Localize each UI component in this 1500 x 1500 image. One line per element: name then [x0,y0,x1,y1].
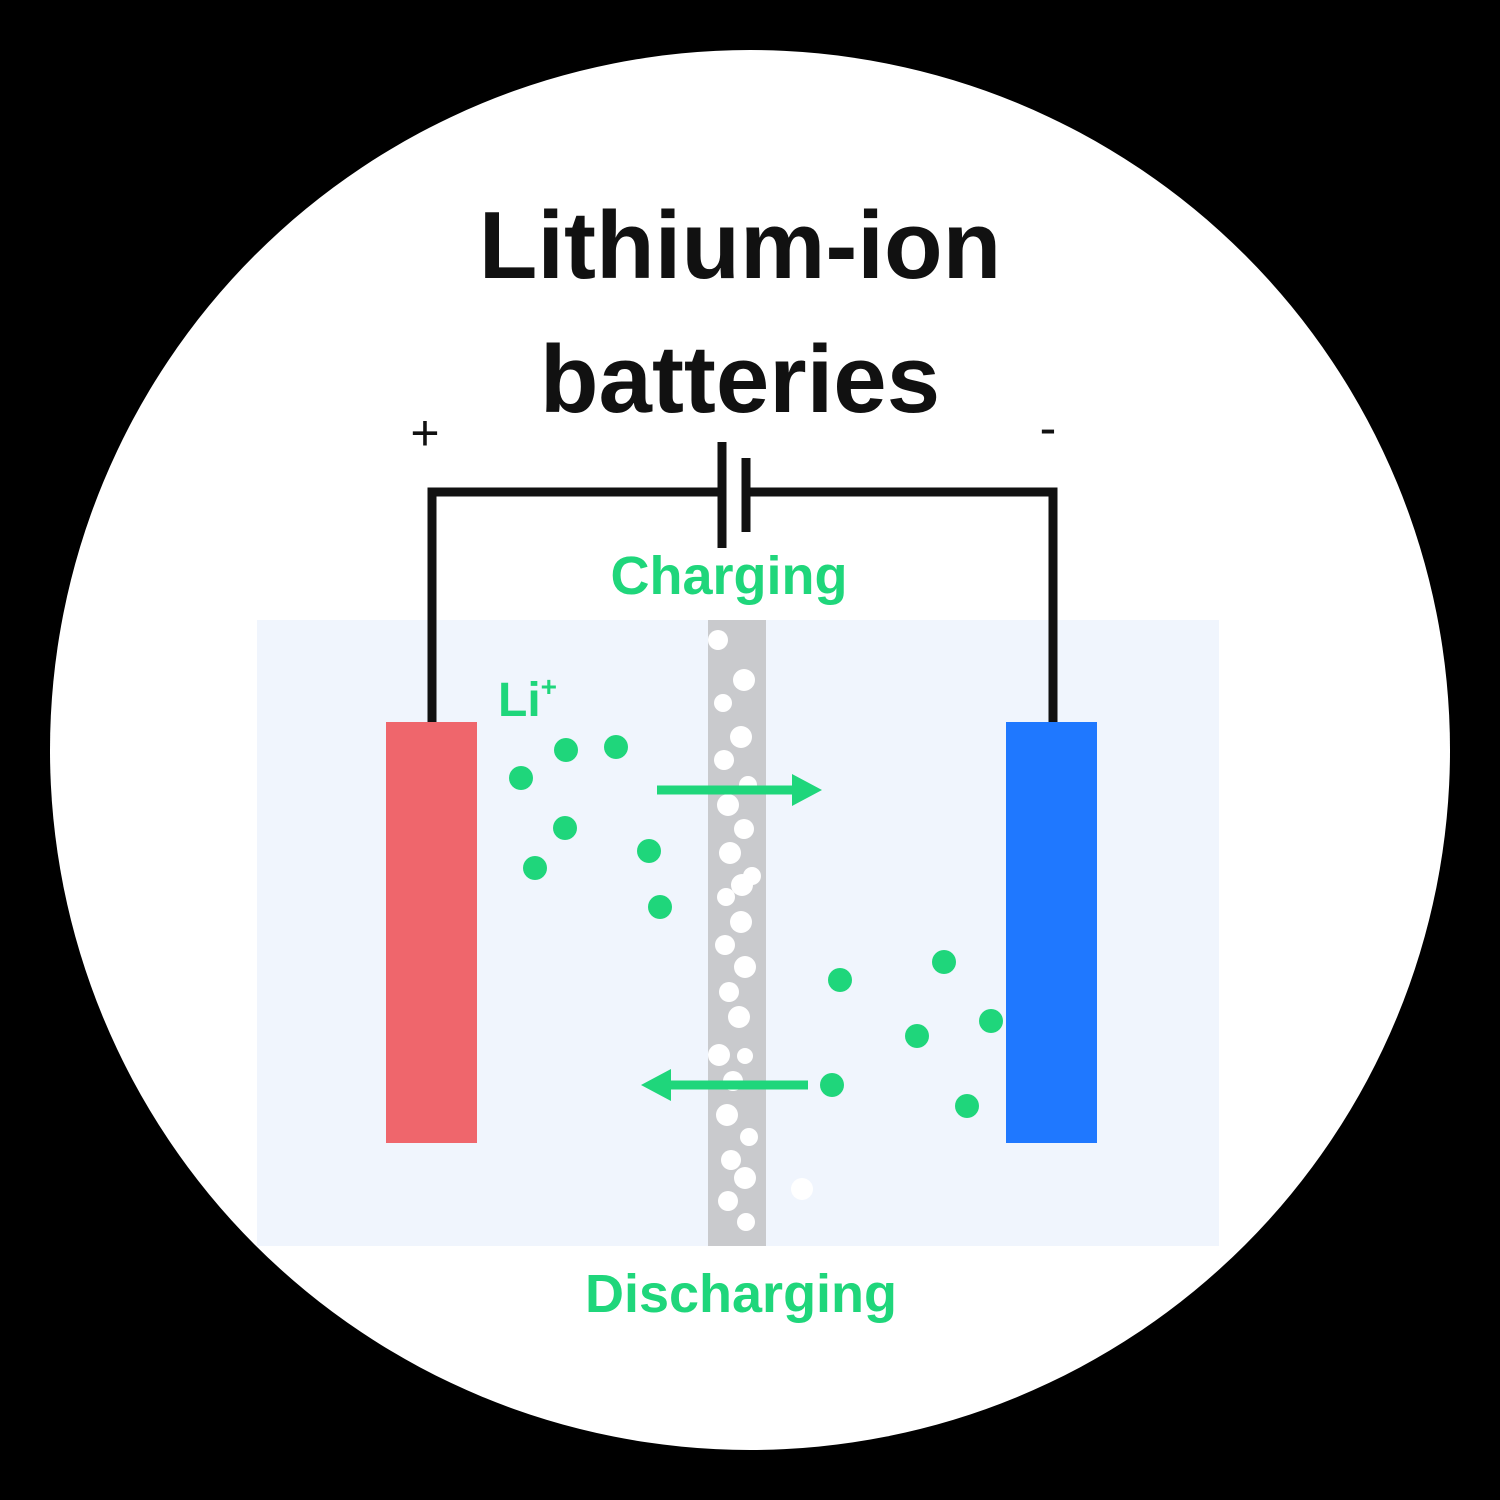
lithium-ion-dot [604,735,628,759]
separator-pore [716,1104,738,1126]
separator-pore [730,911,752,933]
negative-terminal-sign: - [1040,400,1057,456]
discharging-arrow [641,1069,808,1101]
separator-pore [708,1044,730,1066]
title-line-2: batteries [540,326,940,433]
separator-pore [740,1128,758,1146]
separator-pore [730,726,752,748]
separator-pore [714,750,734,770]
separator-pore [715,935,735,955]
separator-pore [737,1213,755,1231]
separator-pore [708,630,728,650]
separator-pore [734,819,754,839]
lithium-ion-dot [932,950,956,974]
lithium-ion-dot [554,738,578,762]
lithium-ion-dot [905,1024,929,1048]
lithium-ion-dot [509,766,533,790]
lithium-ion-dot [637,839,661,863]
circuit-wire-right [748,487,1058,722]
separator-pore [714,694,732,712]
separator-pore [737,1048,753,1064]
charging-label: Charging [611,546,848,606]
anode-electrode [1006,722,1097,1143]
separator-pore [719,982,739,1002]
separator-pore [717,794,739,816]
circuit-wire-left [427,487,722,722]
title-line-1: Lithium-ion [479,192,1002,299]
lithium-ion-dot [648,895,672,919]
separator-pore [734,956,756,978]
separator-pore [719,842,741,864]
separator-pore [791,1178,813,1200]
separator-pore [734,1167,756,1189]
lithium-ions [509,735,1003,1118]
lithium-ion-dot [979,1009,1003,1033]
separator-pore [718,1191,738,1211]
separator-pore [731,874,753,896]
lithium-ion-dot [820,1073,844,1097]
cathode-electrode [386,722,477,1143]
lithium-ion-label: Li+ [498,671,557,727]
discharging-label: Discharging [585,1264,897,1324]
separator-pore [733,669,755,691]
lithium-ion-dot [828,968,852,992]
separator-pore [728,1006,750,1028]
lithium-ion-dot [553,816,577,840]
separator-pore [721,1150,741,1170]
lithium-ion-dot [523,856,547,880]
lithium-ion-dot [955,1094,979,1118]
separator-pore [717,888,735,906]
positive-terminal-sign: + [410,405,439,461]
charging-arrow [657,774,822,806]
